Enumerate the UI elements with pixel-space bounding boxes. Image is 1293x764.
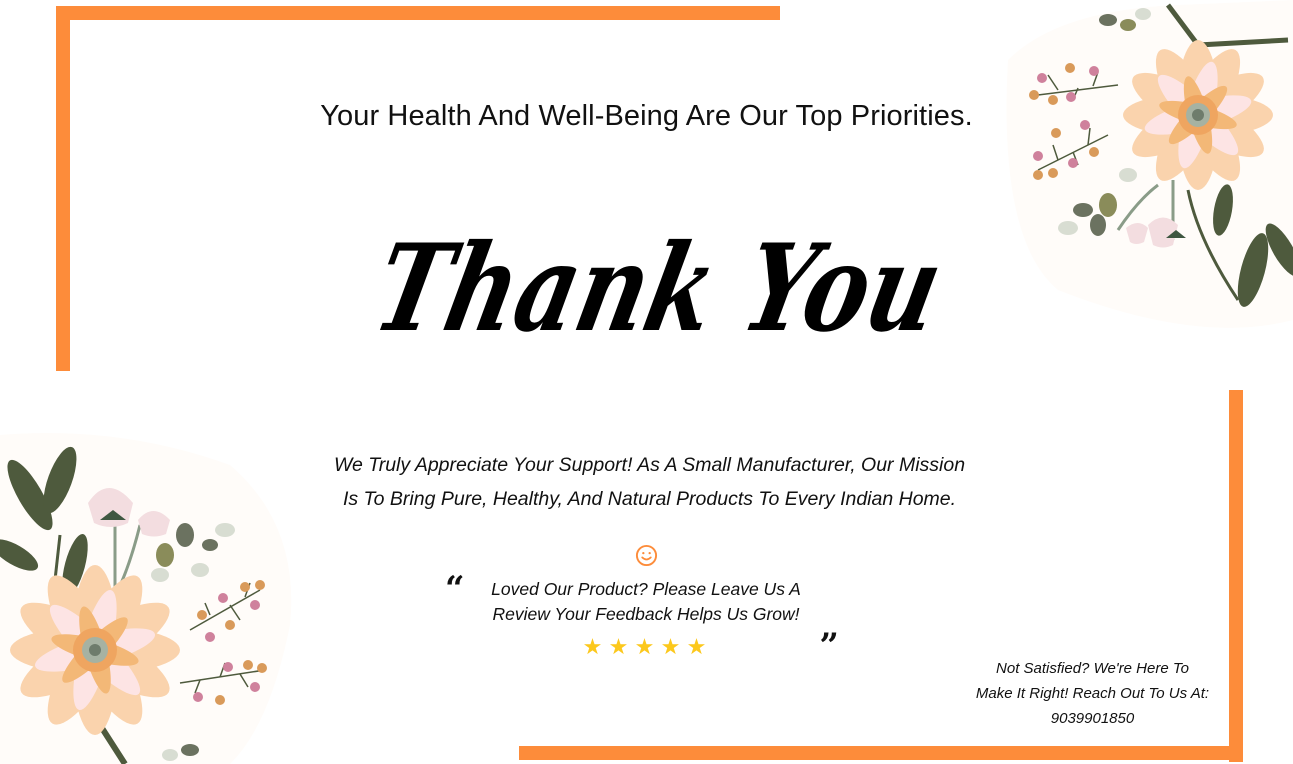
contact-phone: 9039901850 xyxy=(1050,710,1135,727)
appreciation-line: We Truly Appreciate Your Support! As A S… xyxy=(333,454,966,476)
smiley-icon xyxy=(635,544,658,567)
appreciation-paragraph: We Truly Appreciate Your Support! As A S… xyxy=(0,448,1293,516)
star-icon: ★ xyxy=(582,635,603,660)
thank-you-text: Thank You xyxy=(363,217,953,358)
frame-top-horizontal-bar xyxy=(56,6,780,20)
contact-line: Make It Right! Reach Out To Us At: xyxy=(975,685,1210,702)
frame-top-vertical-bar xyxy=(56,6,70,371)
star-icon: ★ xyxy=(660,635,681,660)
star-icon: ★ xyxy=(608,635,629,660)
thank-you-title: Thank You xyxy=(363,217,953,358)
star-rating: ★ ★ ★ ★ ★ xyxy=(581,635,708,661)
contact-info: Not Satisfied? We're Here To Make It Rig… xyxy=(950,656,1235,731)
appreciation-line: Is To Bring Pure, Healthy, And Natural P… xyxy=(342,488,957,510)
review-request: Loved Our Product? Please Leave Us A Rev… xyxy=(466,577,826,627)
review-line: Review Your Feedback Helps Us Grow! xyxy=(492,604,800,624)
floral-bouquet-bottom-left-icon xyxy=(0,433,292,764)
contact-line: Not Satisfied? We're Here To xyxy=(996,660,1189,677)
star-icon: ★ xyxy=(634,635,655,660)
floral-bouquet-top-right-icon xyxy=(1006,0,1293,328)
frame-bottom-vertical-bar xyxy=(1229,390,1243,762)
star-icon: ★ xyxy=(686,635,707,660)
headline: Your Health And Well-Being Are Our Top P… xyxy=(320,100,973,132)
review-line: Loved Our Product? Please Leave Us A xyxy=(491,579,801,599)
quote-open-mark: “ xyxy=(445,569,465,609)
frame-bottom-horizontal-bar xyxy=(519,746,1243,760)
quote-close-mark: „ xyxy=(820,607,840,647)
